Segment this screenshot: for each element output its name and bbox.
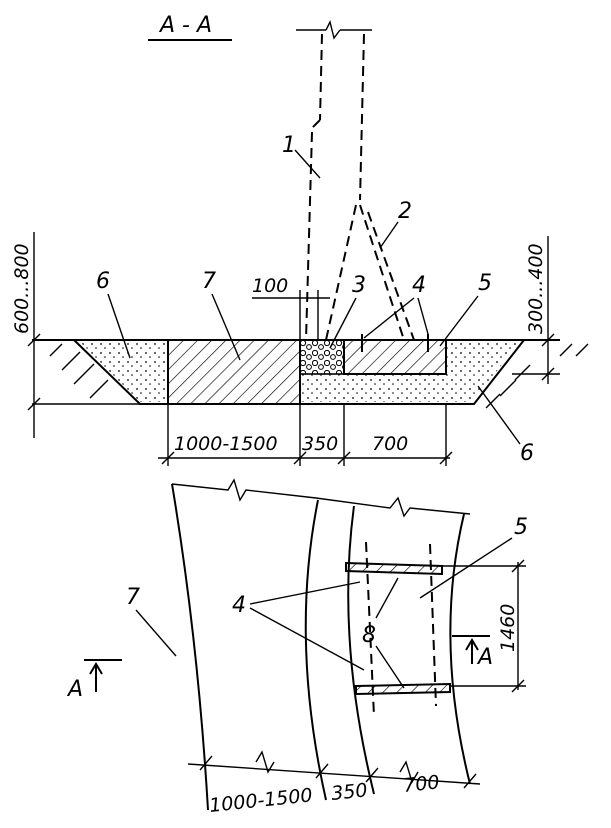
- leader-2: [379, 221, 399, 249]
- section-title: A - A: [158, 13, 212, 38]
- dim-depth-left: 600...800: [11, 243, 33, 334]
- plan-dim-width-left: 1000-1500: [208, 784, 313, 817]
- sand-fill-left: [80, 342, 168, 402]
- leader-6-left: [107, 293, 131, 359]
- sand-fill-right: [446, 342, 520, 402]
- plan-label-4: 4: [232, 593, 246, 618]
- plan-label-8: 8: [362, 623, 376, 648]
- plan-dim-1460-tick-bottom: [511, 679, 525, 693]
- plan-dim-1460-tick-top: [511, 559, 525, 573]
- width-tick-3: [337, 451, 351, 465]
- label-3: 3: [352, 273, 366, 298]
- plan-leader-4b: [249, 607, 365, 671]
- plan-bolt-line-right: [429, 543, 437, 707]
- label-4: 4: [412, 273, 426, 298]
- plan-leader-8b: [375, 645, 405, 689]
- leader-7: [211, 293, 241, 361]
- plan-arc-outer-left: [171, 483, 209, 811]
- slab-5: [343, 339, 447, 375]
- leader-6-right: [477, 385, 521, 445]
- label-6-right: 6: [520, 441, 534, 466]
- plan-width-tick-2: [315, 763, 329, 779]
- dim-width-mid: 350: [302, 433, 338, 455]
- pit-outline: [73, 339, 525, 405]
- label-7: 7: [202, 269, 216, 294]
- plan-arc-2: [347, 505, 375, 795]
- leader-4b: [417, 297, 429, 335]
- section-marker-left: A: [66, 659, 122, 702]
- leader-5: [439, 295, 479, 347]
- plan-bar-top: [345, 561, 443, 576]
- plan-leader-5: [419, 537, 513, 599]
- plan-arc-3: [449, 513, 471, 785]
- plan-width-tick-3: [365, 767, 379, 783]
- plan-label-7: 7: [126, 585, 140, 610]
- plan-leader-8a: [375, 577, 399, 619]
- depth-right-tick-bottom: [541, 367, 555, 381]
- dim-depth-right: 300...400: [525, 243, 547, 334]
- section-marker-right-letter: A: [476, 645, 493, 670]
- ground-hatch-right: [485, 343, 589, 409]
- plan-top-break-line: [171, 478, 471, 518]
- plan-view: 1460 A A 7 4 5 8 100: [66, 478, 528, 817]
- section-marker-left-letter: A: [66, 677, 83, 702]
- dim-width-right: 700: [372, 433, 408, 455]
- plan-width-tick-4: [463, 773, 477, 789]
- width-tick-2: [293, 451, 307, 465]
- width-tick-1: [161, 451, 175, 465]
- sand-under-slab: [300, 374, 446, 402]
- label-6-left: 6: [96, 269, 110, 294]
- label-5: 5: [478, 271, 492, 296]
- plan-width-tick-1: [199, 755, 213, 771]
- ground-hatch-left: [49, 343, 109, 399]
- plan-dim-width-right: 700: [402, 771, 440, 797]
- dim-width-left: 1000-1500: [174, 433, 278, 455]
- pole-outline: [296, 19, 372, 341]
- plan-leader-7: [135, 609, 177, 657]
- strut-outline: [325, 204, 415, 341]
- leader-3: [329, 297, 357, 349]
- depth-right-tick-top: [541, 333, 555, 347]
- label-2: 2: [398, 199, 412, 224]
- plan-width-dim-line: [187, 763, 481, 785]
- gravel-fill-3: [299, 339, 345, 375]
- section-view: A - A: [11, 13, 589, 466]
- plan-bottom-break-1: [255, 750, 275, 774]
- depth-left-tick-bottom: [27, 397, 41, 411]
- plan-label-5: 5: [514, 515, 528, 540]
- section-marker-right: A: [452, 635, 493, 670]
- label-1: 1: [282, 133, 296, 158]
- width-tick-4: [439, 451, 453, 465]
- plan-leader-4a: [249, 581, 361, 605]
- plan-bar-bottom: [355, 682, 451, 696]
- dim-100: 100: [252, 275, 288, 297]
- plan-arc-1: [304, 499, 327, 801]
- depth-left-tick-top: [27, 333, 41, 347]
- plan-dim-1460: 1460: [497, 604, 519, 652]
- concrete-block-7: [167, 339, 301, 405]
- plan-bottom-break-2: [399, 760, 419, 784]
- leader-4a: [363, 297, 415, 339]
- plan-dim-width-mid: 350: [330, 779, 368, 805]
- leader-1: [294, 149, 321, 179]
